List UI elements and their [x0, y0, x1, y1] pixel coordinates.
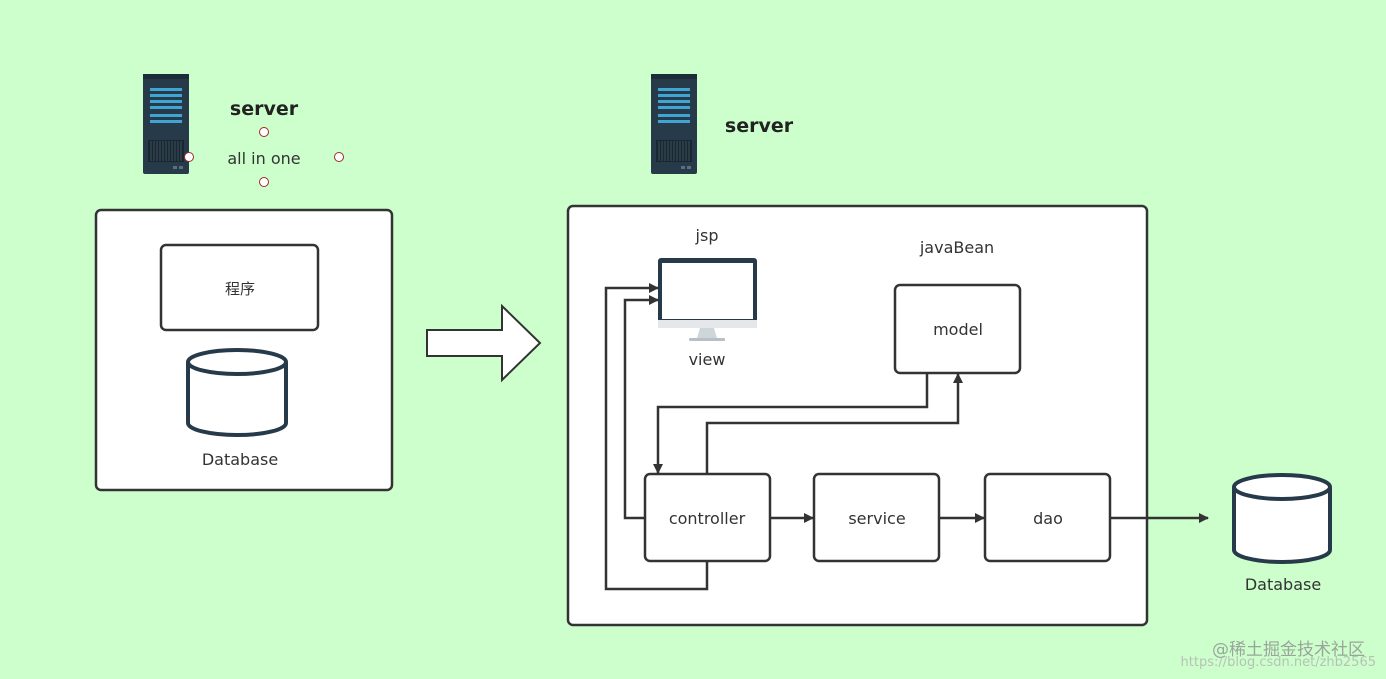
view-label: view [689, 350, 726, 369]
selection-handles[interactable] [184, 127, 344, 187]
watermark-brand: @稀土掘金技术社区 [1212, 640, 1365, 660]
controller-to-model-arrow [705, 373, 963, 474]
program-label: 程序 [225, 280, 255, 298]
right-database-label: Database [1245, 575, 1321, 594]
selection-handle-left[interactable] [184, 152, 194, 162]
jsp-label: jsp [695, 226, 719, 245]
dao-label: dao [1033, 509, 1063, 528]
right-database-icon [1232, 473, 1332, 564]
service-label: service [848, 509, 905, 528]
model-to-controller-arrow [653, 373, 929, 474]
right-server-label: server [725, 115, 794, 137]
transition-arrow [426, 303, 542, 383]
left-server-icon [142, 73, 190, 175]
selection-handle-right[interactable] [334, 152, 344, 162]
left-database-label: Database [202, 450, 278, 469]
right-server-icon [650, 73, 698, 175]
program-box [159, 243, 320, 332]
left-server-caption: all in one [227, 149, 300, 168]
left-server-label: server [230, 98, 299, 120]
model-label: model [933, 320, 983, 339]
selection-handle-top[interactable] [259, 127, 269, 137]
controller-label: controller [669, 509, 746, 528]
left-database-icon [186, 348, 288, 437]
selection-handle-bottom[interactable] [259, 177, 269, 187]
monitor-icon [658, 258, 757, 341]
controller-to-view-arrow [623, 295, 659, 520]
javabean-label: javaBean [919, 238, 994, 257]
watermark-url: https://blog.csdn.net/zhb2565 [1181, 655, 1376, 670]
controller-to-view-return-arrow [604, 283, 709, 591]
